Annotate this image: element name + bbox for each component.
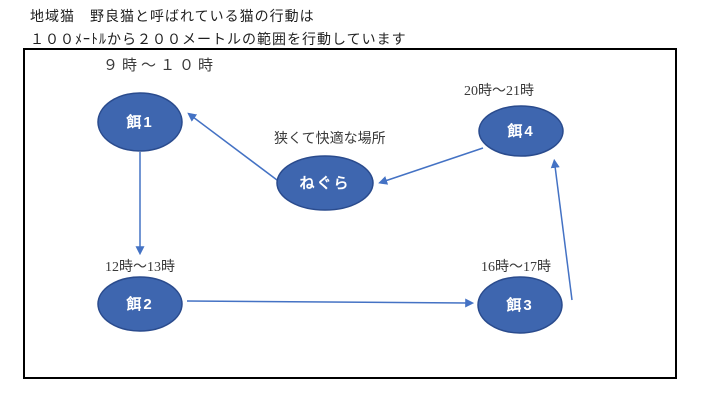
node-esa4: 餌4	[478, 105, 564, 157]
time-label-esa3: 16時～17時	[481, 259, 551, 275]
node-esa1: 餌1	[97, 92, 183, 152]
esa4-ellipse	[478, 105, 564, 157]
node-negura: ねぐら	[276, 155, 374, 211]
negura-label: ねぐら	[299, 175, 350, 192]
esa3-ellipse	[477, 276, 563, 334]
esa1-label: 餌1	[125, 113, 153, 131]
esa2-label: 餌2	[125, 295, 153, 313]
node-esa2: 餌2	[97, 276, 183, 332]
esa1-ellipse	[97, 92, 183, 152]
negura-note-label: 狭くて快適な場所	[274, 130, 386, 147]
time-label-esa4: 20時～21時	[464, 83, 534, 99]
esa2-ellipse	[97, 276, 183, 332]
esa3-label: 餌3	[505, 296, 533, 314]
arrow-esa2-to-esa3	[186, 298, 475, 308]
diagram-frame	[23, 48, 677, 379]
esa4-label: 餌4	[506, 122, 534, 140]
arrow-negura-to-esa1	[187, 112, 278, 181]
time-label-esa1: ９時～１０時	[103, 57, 217, 74]
time-label-esa2: 12時～13時	[105, 259, 175, 275]
arrow-esa4-to-negura	[378, 147, 484, 185]
arrow-esa3-to-esa4	[550, 158, 573, 301]
heading-line-1: 地域猫 野良猫と呼ばれている猫の行動は	[30, 10, 315, 25]
node-esa3: 餌3	[477, 276, 563, 334]
negura-ellipse	[276, 155, 374, 211]
heading-line-2: １００ﾒｰﾄﾙから２００メートルの範囲を行動しています	[30, 33, 407, 48]
